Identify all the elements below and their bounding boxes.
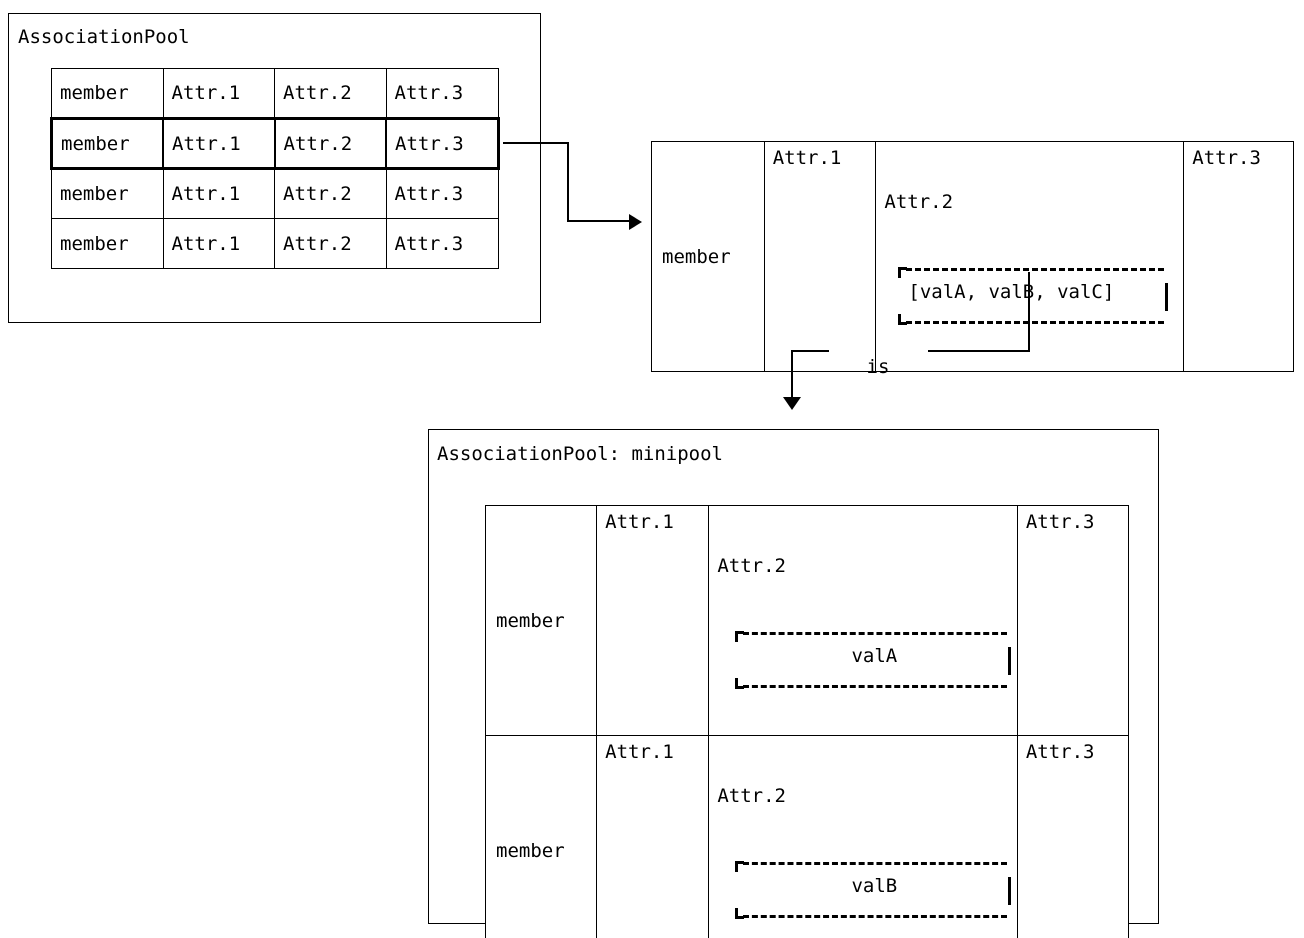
cell-member: member xyxy=(50,117,164,170)
dash-corner-top-left xyxy=(735,631,745,642)
list-value-text: [valA, valB, valC] xyxy=(908,281,1115,303)
dash-top-edge xyxy=(743,632,1008,635)
connector-2-segment-v2 xyxy=(791,350,793,400)
cell-member: member xyxy=(51,218,164,269)
cell-member: member xyxy=(651,141,765,372)
cell-attr2-with-value: Attr.2 [valA, valB, valC] xyxy=(875,141,1185,372)
cell-attr3: Attr.3 xyxy=(385,68,499,119)
dash-right-edge xyxy=(1008,877,1012,905)
dash-corner-bottom-left xyxy=(735,678,745,689)
cell-attr1: Attr.1 xyxy=(763,141,877,372)
cell-attr3: Attr.3 xyxy=(1183,141,1294,372)
connector-1-segment-h2 xyxy=(567,220,631,222)
table-row[interactable]: member Attr.1 Attr.2 Attr.3 xyxy=(51,218,499,269)
table-row[interactable]: member Attr.1 Attr.2 valB Attr.3 xyxy=(484,735,1130,938)
table-row[interactable]: member Attr.1 Attr.2 [valA, valB, valC] … xyxy=(651,141,1294,372)
dash-right-edge xyxy=(1008,647,1012,675)
dash-bottom-edge xyxy=(906,321,1165,324)
connector-label-line-1: is xyxy=(866,356,890,378)
cell-attr2: Attr.2 xyxy=(274,68,387,119)
dash-top-edge xyxy=(906,268,1165,271)
cell-attr2: Attr.2 xyxy=(274,168,387,219)
table-row[interactable]: member Attr.1 Attr.2 valA Attr.3 xyxy=(484,505,1130,736)
cell-attr1: Attr.1 xyxy=(162,117,275,170)
association-pool-title: AssociationPool xyxy=(18,26,190,48)
cell-member: member xyxy=(51,168,164,219)
value-box: valB xyxy=(735,859,1013,921)
association-pool-table: member Attr.1 Attr.2 Attr.3 member Attr.… xyxy=(50,68,500,269)
cell-attr2-with-value: Attr.2 valA xyxy=(708,505,1018,736)
value-text: valA xyxy=(851,645,898,667)
dash-corner-bottom-left xyxy=(898,314,908,325)
minipool-title: AssociationPool: minipool xyxy=(437,443,723,465)
attr2-label: Attr.2 xyxy=(717,785,786,807)
dash-bottom-edge xyxy=(743,915,1008,918)
cell-attr3: Attr.3 xyxy=(385,117,500,170)
connector-2-arrowhead xyxy=(783,397,801,410)
dash-corner-top-left xyxy=(735,861,745,872)
cell-member: member xyxy=(51,68,164,119)
cell-attr1: Attr.1 xyxy=(162,218,275,269)
cell-attr3: Attr.3 xyxy=(385,218,499,269)
value-box: valA xyxy=(735,629,1013,691)
dash-right-edge xyxy=(1165,283,1169,311)
cell-member: member xyxy=(484,735,598,938)
connector-1-segment-v xyxy=(567,142,569,222)
table-row[interactable]: member Attr.1 Attr.2 Attr.3 xyxy=(51,68,499,119)
connector-1-segment-h1 xyxy=(503,142,569,144)
value-text: valB xyxy=(851,875,898,897)
dash-corner-bottom-left xyxy=(735,908,745,919)
cell-attr1: Attr.1 xyxy=(596,735,710,938)
dash-corner-top-left xyxy=(898,267,908,278)
cell-attr1: Attr.1 xyxy=(162,68,275,119)
minipool-table: member Attr.1 Attr.2 valA Attr.3 me xyxy=(484,505,1130,938)
connector-2-segment-v1 xyxy=(1028,272,1030,352)
dash-bottom-edge xyxy=(743,685,1008,688)
cell-attr2: Attr.2 xyxy=(273,117,387,170)
attr2-label: Attr.2 xyxy=(884,191,954,213)
cell-attr1: Attr.1 xyxy=(162,168,275,219)
connector-2-segment-h1 xyxy=(928,350,1030,352)
dash-top-edge xyxy=(743,862,1008,865)
cell-attr3: Attr.3 xyxy=(1016,735,1130,938)
list-value-box: [valA, valB, valC] xyxy=(898,265,1170,327)
cell-attr3: Attr.3 xyxy=(385,168,499,219)
cell-member: member xyxy=(484,505,598,736)
connector-1-arrowhead xyxy=(629,214,642,230)
cell-attr2: Attr.2 xyxy=(274,218,387,269)
cell-attr3: Attr.3 xyxy=(1016,505,1130,736)
expanded-row-table: member Attr.1 Attr.2 [valA, valB, valC] … xyxy=(651,141,1294,372)
attr2-label: Attr.2 xyxy=(717,555,786,577)
table-row[interactable]: member Attr.1 Attr.2 Attr.3 xyxy=(51,168,499,219)
cell-attr1: Attr.1 xyxy=(596,505,710,736)
table-row-selected[interactable]: member Attr.1 Attr.2 Attr.3 xyxy=(50,117,500,170)
connector-2-segment-h2 xyxy=(791,350,829,352)
